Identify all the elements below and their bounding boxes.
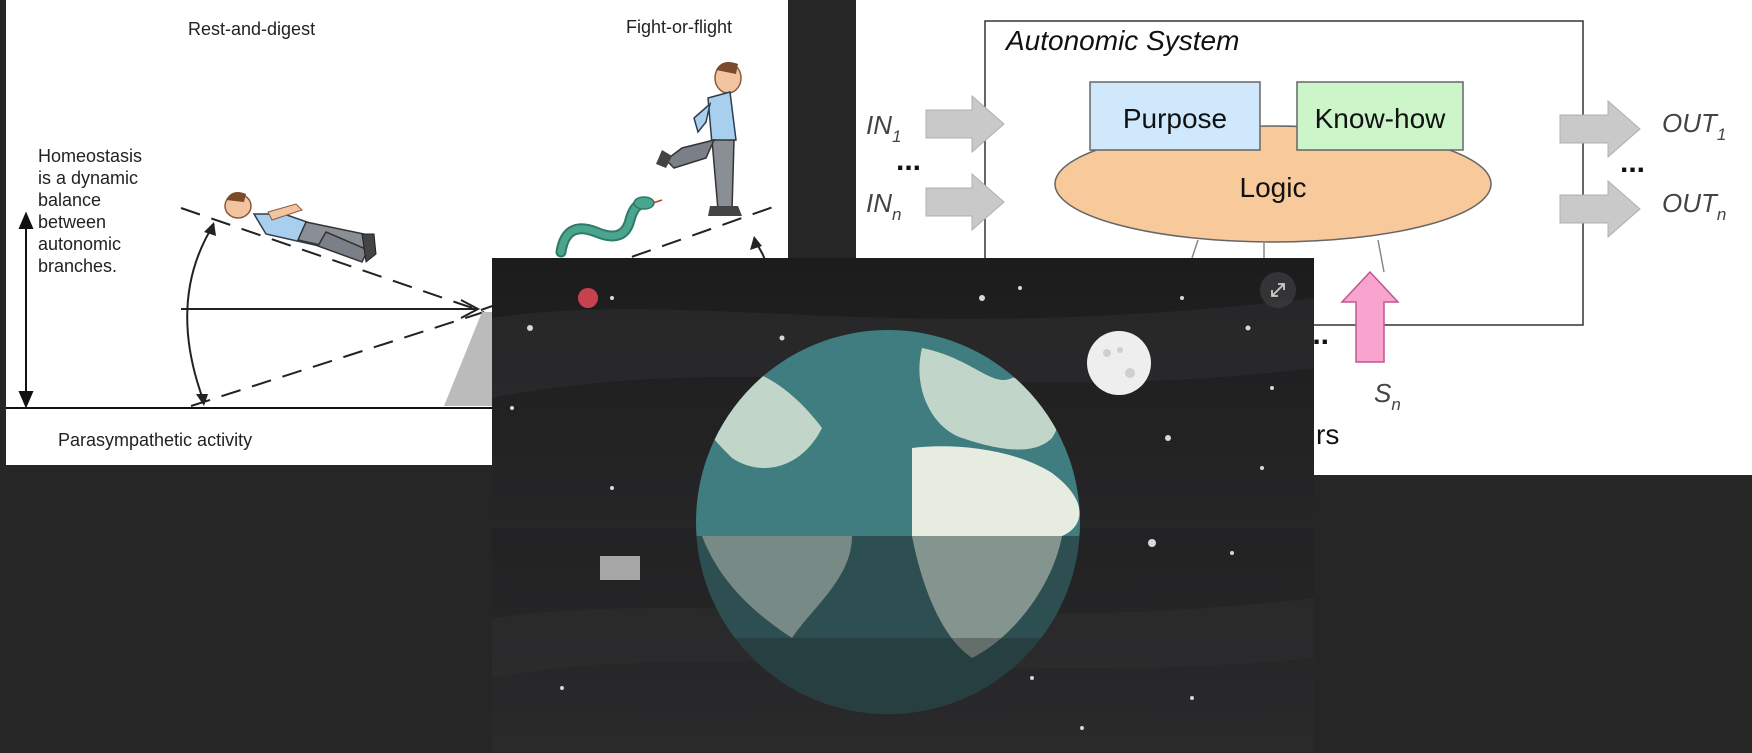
logic-label: Logic xyxy=(1240,172,1307,203)
paper-scrap xyxy=(600,556,640,580)
purpose-label: Purpose xyxy=(1123,103,1227,134)
autonomic-system-title: Autonomic System xyxy=(1004,25,1239,56)
input-ellipsis: ... xyxy=(896,144,921,177)
sensor-n-label: Sn xyxy=(1374,378,1401,414)
rest-and-digest-label: Rest-and-digest xyxy=(188,19,315,39)
purpose-box xyxy=(1089,81,1261,151)
homeostasis-illustration: Rest-and-digest Fight-or-flight Homeosta… xyxy=(6,0,788,465)
vertical-double-arrow xyxy=(18,211,34,409)
output-n-label: OUTn xyxy=(1662,188,1726,224)
output-1-label: OUT1 xyxy=(1662,108,1726,144)
earth-illustration xyxy=(492,258,1314,752)
desc-line: is a dynamic xyxy=(38,168,138,188)
input-1-label: IN1 xyxy=(866,110,901,146)
expand-icon[interactable] xyxy=(1260,272,1296,308)
homeostasis-description: Homeostasis is a dynamic balance between… xyxy=(38,146,142,276)
knowhow-label: Know-how xyxy=(1315,103,1447,134)
partial-label: rs xyxy=(1316,419,1339,450)
running-person xyxy=(656,62,742,216)
desc-line: balance xyxy=(38,190,101,210)
sensor-arrow xyxy=(1340,270,1400,363)
input-n-label: INn xyxy=(866,188,901,224)
desc-line: Homeostasis xyxy=(38,146,142,166)
snake xyxy=(555,196,663,258)
moon xyxy=(1087,331,1151,395)
output-arrows xyxy=(1559,99,1641,239)
knowhow-box xyxy=(1296,81,1464,151)
desc-line: between xyxy=(38,212,106,232)
desc-line: branches. xyxy=(38,256,117,276)
input-arrows xyxy=(925,94,1005,232)
desc-line: autonomic xyxy=(38,234,121,254)
reclining-person xyxy=(224,192,377,263)
moon-craters xyxy=(1103,347,1135,378)
logic-ellipse xyxy=(1054,125,1492,243)
fulcrum xyxy=(444,312,506,406)
stars xyxy=(510,286,1274,730)
sensor-connector-lines xyxy=(1191,239,1385,273)
parasympathetic-label: Parasympathetic activity xyxy=(58,430,252,450)
output-ellipsis: ... xyxy=(1620,146,1645,179)
fight-or-flight-label: Fight-or-flight xyxy=(626,17,732,37)
red-planet xyxy=(578,288,598,308)
